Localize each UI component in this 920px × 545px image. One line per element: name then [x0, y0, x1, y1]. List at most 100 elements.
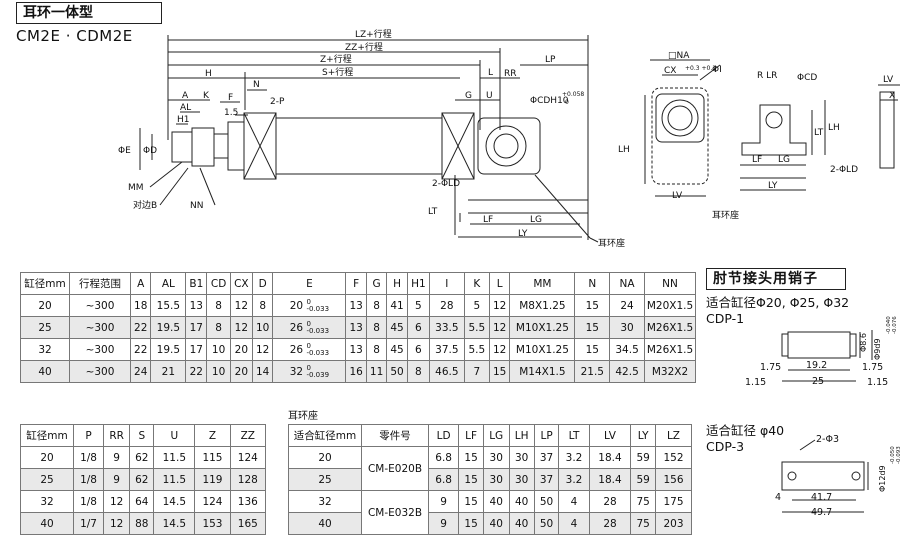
- svg-text:+0.058: +0.058: [562, 91, 584, 98]
- pin2-dim-417: 41.7: [811, 492, 832, 503]
- table-cell: 6.8: [427, 446, 460, 469]
- table-cell: 1/7: [72, 512, 105, 535]
- table-cell: 50: [533, 490, 560, 513]
- dim-h: H: [205, 69, 212, 79]
- table-cell: 46.5: [428, 360, 465, 383]
- table-cell: 34.5: [609, 338, 645, 361]
- svg-text:-0.093: -0.093: [896, 446, 902, 464]
- table-cell: 37: [533, 468, 560, 491]
- th3-ly: LY: [630, 424, 656, 447]
- table-cell: 32: [20, 490, 74, 513]
- table-cell: ~300: [69, 360, 131, 383]
- table-cell: 32 0-0.039: [272, 360, 347, 383]
- table-cell: 14.5: [153, 512, 196, 535]
- th-h1: H1: [406, 272, 430, 295]
- table-cell: 13: [345, 294, 367, 317]
- table-cell: 12: [488, 294, 511, 317]
- table-cell: 3.2: [558, 446, 590, 469]
- dim-lt: LT: [428, 207, 438, 217]
- table-cell: M20X1.5: [644, 294, 696, 317]
- th-al: AL: [150, 272, 187, 295]
- table-cell: 15: [574, 294, 611, 317]
- table-cell: 12: [488, 316, 511, 339]
- table-cell: 25: [20, 316, 70, 339]
- table-cell: M8X1.25: [509, 294, 576, 317]
- spec-table-3: 适合缸径mm 零件号 LD LF LG LH LP LT LV LY LZ 20…: [288, 424, 693, 535]
- table-cell: 124: [229, 446, 267, 469]
- dim-x: X: [889, 91, 895, 101]
- table-cell: 13: [345, 338, 367, 361]
- dim-nn: NN: [190, 201, 203, 211]
- pin2-dim-12d9: Φ12d9: [878, 465, 887, 492]
- th-f: F: [345, 272, 367, 295]
- table-cell: CM-E032B: [361, 490, 429, 535]
- label-bracket: 耳环座: [598, 237, 625, 249]
- th2-zz: ZZ: [229, 424, 267, 447]
- svg-text:-0.076: -0.076: [892, 316, 898, 334]
- table-cell: 30: [482, 446, 510, 469]
- table-cell: 20 0-0.033: [272, 294, 347, 317]
- table3-caption: 耳环座: [288, 411, 318, 422]
- table-cell: 10: [206, 338, 231, 361]
- table-cell: M10X1.25: [509, 338, 576, 361]
- dim-zz: ZZ+行程: [345, 41, 383, 53]
- table-cell: 64: [129, 490, 155, 513]
- dim-u: U: [486, 91, 493, 101]
- dim-a: A: [182, 91, 189, 101]
- table-cell: 40: [20, 512, 74, 535]
- table-cell: 22: [129, 338, 152, 361]
- dim-e: ΦE: [118, 146, 131, 156]
- table-cell: 12: [103, 512, 131, 535]
- table-cell: 20: [229, 360, 253, 383]
- table-cell: 11.5: [153, 446, 196, 469]
- table-cell: 32: [20, 338, 70, 361]
- dim-n: N: [253, 80, 260, 90]
- table-cell: 40: [508, 512, 535, 535]
- th3-lt: LT: [558, 424, 590, 447]
- th-h: H: [386, 272, 408, 295]
- svg-text:-0.050: -0.050: [890, 446, 896, 464]
- table-cell: 62: [129, 468, 155, 491]
- dim-k: K: [203, 91, 210, 101]
- table-cell: 50: [533, 512, 560, 535]
- table-cell: 10: [206, 360, 231, 383]
- table-cell: CM-E020B: [361, 446, 429, 491]
- table-cell: 12: [229, 316, 253, 339]
- table-cell: 165: [229, 512, 267, 535]
- pin-fit-2: 适合缸径 φ40: [706, 423, 785, 438]
- table-cell: 15: [458, 490, 484, 513]
- th-stroke: 行程范围: [69, 272, 131, 295]
- pin1-dim-175b: 1.75: [862, 362, 883, 373]
- table-cell: 28: [428, 294, 465, 317]
- table-cell: 20: [20, 294, 70, 317]
- table-cell: 3.2: [558, 468, 590, 491]
- table-cell: 45: [386, 316, 408, 339]
- dim-lf2: LF: [752, 155, 762, 165]
- table-cell: 4: [558, 490, 590, 513]
- table-cell: M26X1.5: [644, 316, 696, 339]
- table-cell: 11: [365, 360, 388, 383]
- pin1-dim-115b: 1.15: [867, 377, 888, 388]
- table-cell: 40: [482, 490, 510, 513]
- table-cell: 1/8: [72, 446, 105, 469]
- table-cell: 28: [588, 512, 632, 535]
- table-cell: 12: [229, 294, 253, 317]
- spec-table-1: 缸径mm 行程范围 A AL B1 CD CX D E F G H H1 I K…: [20, 272, 696, 383]
- table-cell: 15: [458, 446, 484, 469]
- dim-f: F: [228, 93, 233, 103]
- table-cell: 26 0-0.033: [272, 338, 347, 361]
- dim-cd2: ΦCD: [797, 73, 817, 83]
- table-cell: 15: [574, 338, 611, 361]
- table-cell: 50: [386, 360, 408, 383]
- th-d: D: [251, 272, 274, 295]
- table-cell: 30: [609, 316, 645, 339]
- th3-lv: LV: [588, 424, 632, 447]
